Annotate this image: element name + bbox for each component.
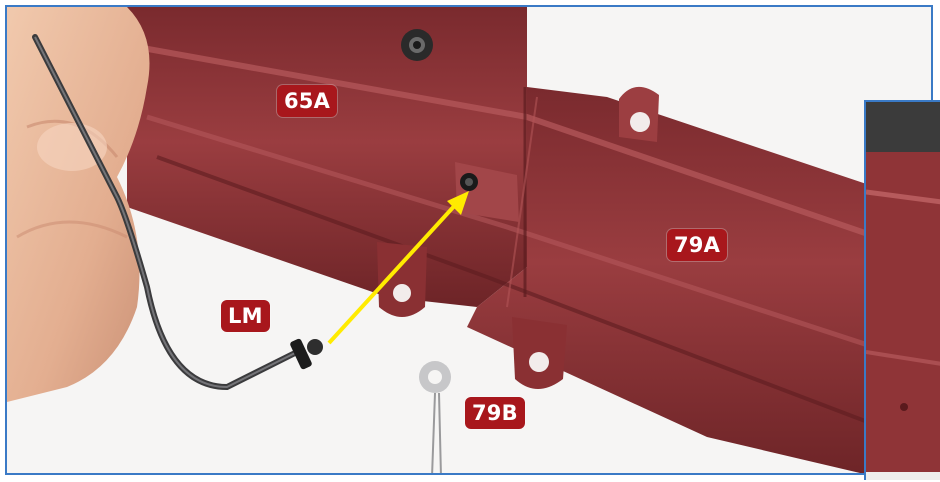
tweezers — [431, 392, 442, 473]
mounting-tab — [512, 317, 567, 389]
screw-icon — [401, 29, 433, 61]
label-65a: 65A — [277, 85, 338, 117]
rail-65a — [127, 7, 527, 307]
assembly-photo — [7, 7, 931, 473]
photo-frame: 65A 79A 79B LM — [5, 5, 933, 475]
screw-icon — [460, 173, 478, 191]
washer-icon — [419, 361, 451, 393]
mounting-tab — [619, 86, 659, 142]
label-lm: LM — [221, 300, 270, 332]
detail-inset — [864, 100, 940, 480]
hand — [7, 7, 150, 402]
rail-79a — [467, 87, 931, 473]
inset-photo — [866, 102, 940, 480]
mounting-tab — [377, 242, 427, 317]
label-79b: 79B — [465, 397, 525, 429]
screw-icon — [290, 338, 323, 370]
label-79a: 79A — [667, 229, 728, 261]
yellow-arrow-icon — [327, 191, 469, 345]
